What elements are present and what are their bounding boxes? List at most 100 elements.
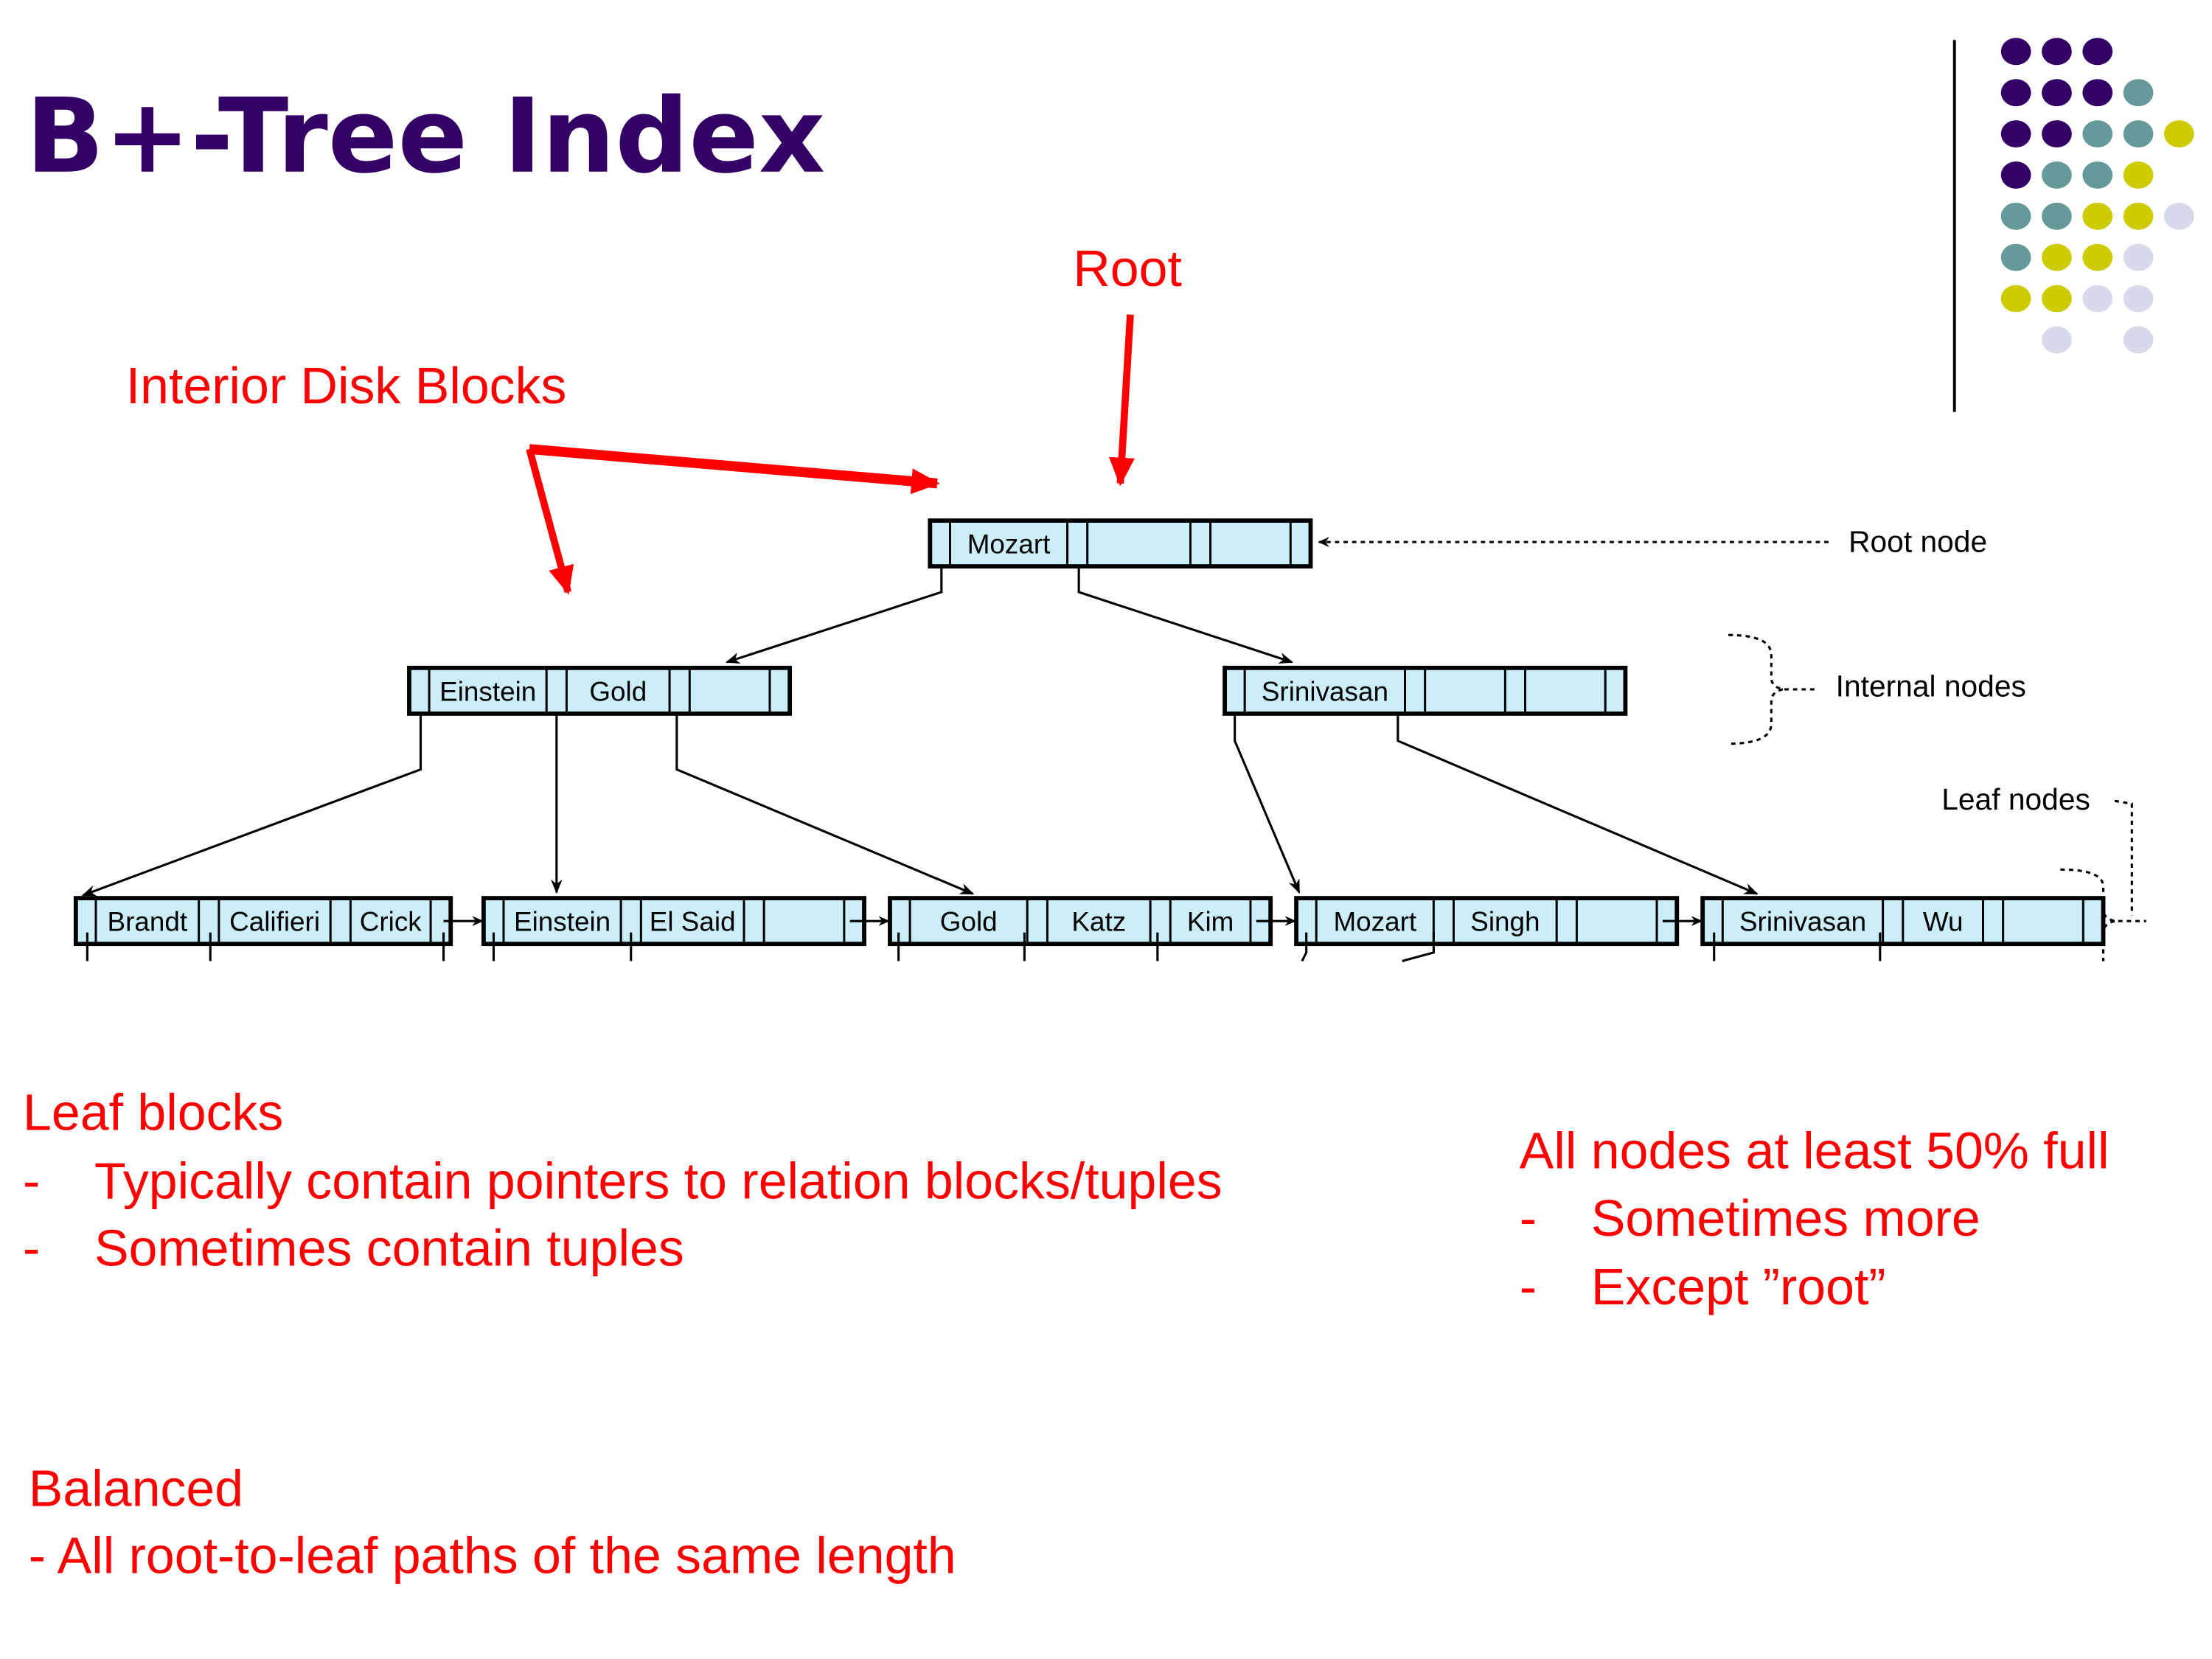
root-node: Mozart: [928, 518, 1313, 569]
pointer-slot: [1432, 897, 1455, 945]
pointer-slot: [1404, 667, 1427, 715]
decorative-dot: [2000, 120, 2031, 147]
node-key: Srinivasan: [1739, 907, 1866, 937]
leaf-blocks-heading: Leaf blocks: [23, 1083, 283, 1141]
key-slot: [1902, 897, 1984, 945]
decorative-dot: [2163, 202, 2194, 230]
leaf-blocks-item: Sometimes contain tuples: [94, 1220, 684, 1277]
decorative-dot: [2042, 326, 2072, 354]
tree-edges: [81, 566, 1882, 962]
key-slot: [949, 519, 1069, 568]
decorative-dot-grid: [2000, 38, 2194, 354]
internal-node: Einstein Gold: [407, 665, 793, 716]
decorative-dot: [2042, 38, 2072, 66]
key-slot: [94, 897, 201, 945]
leaf-node: Srinivasan Wu: [1700, 896, 2106, 947]
key-slot: [1424, 667, 1506, 715]
internal-nodes-label: Internal nodes: [1836, 669, 2026, 703]
balanced-item: - All root-to-leaf paths of the same len…: [29, 1527, 956, 1585]
decorative-dot: [2000, 38, 2031, 66]
decorative-dot: [2082, 161, 2113, 189]
node-key: Srinivasan: [1262, 676, 1388, 706]
decorative-dot: [2042, 202, 2072, 230]
pointer-slot: [408, 667, 431, 715]
decorative-dot: [2082, 202, 2113, 230]
node-key: Mozart: [1333, 907, 1416, 937]
leaf-node: Brandt Califieri Crick: [73, 896, 453, 947]
root-annotation: Root: [1073, 240, 1182, 297]
pointer-slot: [928, 519, 951, 568]
pointer-slot: [1189, 519, 1212, 568]
pointer-slot: [1066, 519, 1089, 568]
node-key: Gold: [589, 676, 647, 706]
node-key: Gold: [940, 907, 998, 937]
leaf-nodes-bracket: [2060, 799, 2146, 961]
decorative-dot: [2000, 161, 2031, 189]
key-slot: [1209, 519, 1292, 568]
leaf-nodes-label: Leaf nodes: [1941, 782, 2090, 816]
fill-heading: All nodes at least 50% full: [1520, 1122, 2110, 1180]
pointer-slot: [74, 897, 97, 945]
node-key: Kim: [1187, 907, 1234, 937]
edge-internal-to-leaf-3: [675, 712, 975, 895]
key-slot: [688, 667, 771, 715]
key-slot: [1721, 897, 1885, 945]
node-key: Einstein: [514, 907, 611, 937]
decorative-dot: [2042, 120, 2072, 147]
node-key: Crick: [360, 907, 422, 937]
internal-node: Srinivasan: [1222, 665, 1628, 716]
bullet: -: [1520, 1189, 1537, 1247]
pointer-slot: [1701, 897, 1724, 945]
node-key: Califieri: [229, 907, 320, 937]
bullet: -: [1520, 1258, 1537, 1315]
decorative-dot: [2123, 326, 2154, 354]
bullet: -: [23, 1152, 40, 1209]
interior-red-arrow-root: [529, 444, 940, 495]
decorative-dot: [2000, 79, 2031, 107]
pointer-slot: [1982, 897, 2005, 945]
decorative-dot: [2123, 161, 2154, 189]
interior-red-arrow-internal: [526, 448, 574, 595]
interior-annotation: Interior Disk Blocks: [126, 357, 567, 414]
key-slot: [762, 897, 846, 945]
decorative-dot: [2163, 120, 2194, 147]
pointer-slot: [329, 897, 352, 945]
decorative-dot: [2000, 202, 2031, 230]
key-slot: [1575, 897, 1658, 945]
pointer-slot: [2081, 897, 2104, 945]
edge-internal-to-leaf-5: [1397, 712, 1759, 895]
decorative-dot: [2042, 161, 2072, 189]
pointer-slot: [768, 667, 791, 715]
decorative-dot: [2042, 243, 2072, 271]
key-slot: [1086, 519, 1192, 568]
balanced-heading: Balanced: [29, 1459, 243, 1517]
pointer-slot: [545, 667, 568, 715]
record-pointers: [86, 932, 1882, 962]
node-key: Brandt: [108, 907, 188, 937]
decorative-dot: [2000, 285, 2031, 313]
decorative-dot: [2042, 79, 2072, 107]
decorative-dot: [2123, 243, 2154, 271]
node-key: Katz: [1071, 907, 1126, 937]
root-red-arrow: [1109, 314, 1135, 487]
balanced-notes: Balanced - All root-to-leaf paths of the…: [29, 1459, 956, 1584]
decorative-dot: [2123, 120, 2154, 147]
pointer-slot: [742, 897, 765, 945]
key-slot: [1524, 667, 1607, 715]
node-key: Wu: [1923, 907, 1964, 937]
decorative-dot: [2000, 243, 2031, 271]
node-key: El Said: [650, 907, 736, 937]
internal-nodes-bracket: [1728, 633, 1818, 745]
leaf-blocks-item: Typically contain pointers to relation b…: [94, 1152, 1222, 1209]
edge-internal-to-leaf-4: [1234, 712, 1301, 894]
decorative-dot: [2123, 202, 2154, 230]
leaf-blocks-notes: Leaf blocks - Typically contain pointers…: [23, 1083, 1222, 1276]
decorative-dot: [2082, 79, 2113, 107]
edge-root-to-internal-left: [725, 566, 943, 664]
node-key: Einstein: [439, 676, 536, 706]
decorative-dot: [2042, 285, 2072, 313]
key-slot: [2002, 897, 2084, 945]
